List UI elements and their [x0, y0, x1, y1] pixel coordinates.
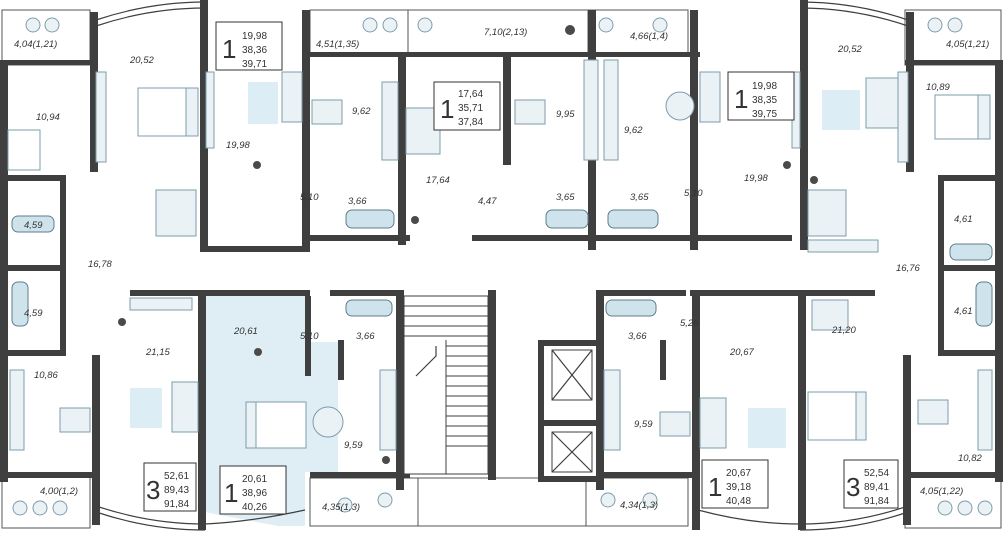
area-balcony-a2: 4,51(1,35)	[316, 39, 359, 50]
area-room-b1: 20,61	[233, 326, 258, 337]
area-bath-a4: 3,65	[630, 192, 649, 203]
area-balcony-b1: 4,35(1,3)	[322, 502, 360, 513]
apartment-badge[interactable]: 3 52,61 89,43 91,84	[143, 462, 197, 512]
area-kitchen-a4: 9,95	[556, 109, 575, 120]
area-kitchen-b1: 9,59	[344, 440, 363, 451]
apartment-total-area: 38,35	[752, 95, 777, 106]
area-balcony-b2: 4,34(1,3)	[620, 500, 658, 511]
area-hall-a5: 5,10	[684, 188, 703, 199]
area-balcony-center: 7,10(2,13)	[484, 27, 527, 38]
apartment-living-area: 17,64	[458, 89, 483, 100]
apartment-badge[interactable]: 1 17,64 35,71 37,84	[433, 81, 501, 131]
apartment-living-area: 20,61	[242, 474, 267, 485]
area-living-a2: 19,98	[226, 140, 250, 151]
apartment-rooms: 1	[734, 84, 748, 114]
apartment-rooms: 3	[846, 472, 860, 502]
area-room-b2: 20,67	[729, 347, 754, 358]
stair-steps	[404, 305, 488, 474]
apartment-total-area: 38,96	[242, 488, 267, 499]
area-hall-b2: 5,26	[680, 318, 699, 329]
apartment-area-with-balcony: 37,84	[458, 117, 483, 128]
area-corridor-right: 16,76	[896, 263, 920, 274]
apartment-living-area: 19,98	[242, 31, 267, 42]
area-bath-left-1: 4,59	[24, 220, 43, 231]
apartment-area-with-balcony: 91,84	[164, 499, 189, 510]
area-kitchen-a5: 9,62	[624, 125, 643, 136]
apartment-area-with-balcony: 39,75	[752, 109, 777, 120]
apartment-badges: 1 19,98 38,36 39,71 1 17,64 35,71 37,84 …	[143, 21, 899, 515]
area-bath-b2: 3,66	[628, 331, 647, 342]
area-kitchen-b2: 9,59	[634, 419, 653, 430]
area-balcony-a5: 4,66(1,4)	[630, 31, 668, 42]
apartment-badge[interactable]: 1 19,98 38,36 39,71	[215, 21, 283, 71]
staircase	[403, 295, 489, 475]
area-kitchen-right: 10,82	[958, 453, 982, 464]
area-bedroom-a1: 20,52	[129, 55, 154, 66]
area-kitchen-left: 10,86	[34, 370, 58, 381]
apartment-area-with-balcony: 91,84	[864, 496, 889, 507]
area-room-a1-small: 10,94	[36, 112, 60, 123]
apartment-area-with-balcony: 39,71	[242, 59, 267, 70]
apartment-rooms: 1	[224, 478, 238, 508]
furniture	[7, 17, 993, 516]
area-room-a6-small: 10,89	[926, 82, 950, 93]
apartment-rooms: 1	[440, 94, 454, 124]
apartment-area-with-balcony: 40,48	[726, 496, 751, 507]
apartment-badge[interactable]: 1 20,61 38,96 40,26	[219, 465, 287, 515]
area-bath-a2: 3,66	[348, 196, 367, 207]
apartment-total-area: 39,18	[726, 482, 751, 493]
apartment-badge[interactable]: 1 20,67 39,18 40,48	[701, 459, 769, 509]
area-hall-right: 21,20	[831, 325, 856, 336]
area-hall-a3: 4,47	[478, 196, 497, 207]
apartment-total-area: 89,41	[864, 482, 889, 493]
apartment-rooms: 1	[222, 34, 236, 64]
area-bath-b1: 3,66	[356, 331, 375, 342]
area-balcony-top-left: 4,04(1,21)	[14, 39, 57, 50]
apartment-living-area: 20,67	[726, 468, 751, 479]
area-hall-b1: 5,10	[300, 331, 319, 342]
apartment-living-area: 52,54	[864, 468, 889, 479]
area-corridor-left: 16,78	[88, 259, 112, 270]
area-hall-left: 21,15	[145, 347, 170, 358]
apartment-rooms: 1	[708, 472, 722, 502]
area-kitchen-a2: 9,62	[352, 106, 371, 117]
area-balcony-bottom-right: 4,05(1,22)	[920, 486, 963, 497]
apartment-total-area: 35,71	[458, 103, 483, 114]
apartment-badge[interactable]: 1 19,98 38,35 39,75	[727, 71, 795, 121]
area-balcony-top-right: 4,05(1,21)	[946, 39, 989, 50]
area-bath-right-1: 4,61	[954, 214, 973, 225]
area-bath-a3: 3,65	[556, 192, 575, 203]
area-living-a3: 17,64	[426, 175, 450, 186]
elevators	[551, 349, 593, 473]
apartment-area-with-balcony: 40,26	[242, 502, 267, 513]
apartment-total-area: 38,36	[242, 45, 267, 56]
apartment-badge[interactable]: 3 52,54 89,41 91,84	[843, 459, 899, 509]
area-bath-left-2: 4,59	[24, 308, 43, 319]
apartment-living-area: 19,98	[752, 81, 777, 92]
area-balcony-bottom-left: 4,00(1,2)	[40, 486, 78, 497]
apartment-total-area: 89,43	[164, 485, 189, 496]
apartment-living-area: 52,61	[164, 471, 189, 482]
apartment-rooms: 3	[146, 475, 160, 505]
room-area-labels: 4,04(1,21) 20,52 10,94 19,98 4,51(1,35) …	[14, 27, 989, 513]
area-hall-a2: 5,10	[300, 192, 319, 203]
area-living-a5: 19,98	[744, 173, 768, 184]
area-bedroom-a6: 20,52	[837, 44, 862, 55]
area-bath-right-2: 4,61	[954, 306, 973, 317]
